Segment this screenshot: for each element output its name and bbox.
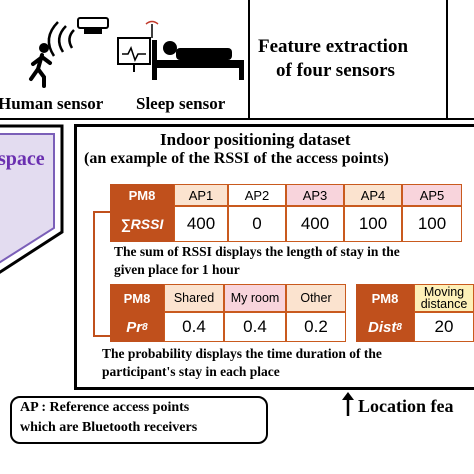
table2-header-shared: Shared bbox=[164, 284, 224, 312]
note1-line2: given place for 1 hour bbox=[114, 262, 240, 277]
table1-header-ap5: AP5 bbox=[402, 184, 462, 206]
table3-pm-header: PM8 bbox=[356, 284, 414, 312]
table3-header-line1: Moving bbox=[423, 285, 465, 299]
table2-value-other: 0.2 bbox=[286, 312, 346, 342]
table2-value-my-room: 0.4 bbox=[224, 312, 286, 342]
table3-row-label-sub: 8 bbox=[396, 321, 402, 333]
table1-header-ap2: AP2 bbox=[228, 184, 286, 206]
dataset-title-line2: (an example of the RSSI of the access po… bbox=[84, 150, 389, 167]
ap-definition-box bbox=[10, 396, 268, 444]
table3-header: Moving distance bbox=[414, 284, 474, 312]
feature-title-line2: of four sensors bbox=[276, 60, 395, 81]
table2-row-label: Pr 8 bbox=[110, 312, 164, 342]
human-sensor-icon bbox=[29, 17, 109, 88]
location-feature-label: Location fea bbox=[358, 396, 454, 416]
table3-value: 20 bbox=[414, 312, 474, 342]
table2-header-my-room: My room bbox=[224, 284, 286, 312]
dataset-title-line1: Indoor positioning dataset bbox=[160, 130, 351, 149]
table2-value-shared: 0.4 bbox=[164, 312, 224, 342]
up-arrow-icon bbox=[342, 392, 354, 416]
sleep-sensor-label: Sleep sensor bbox=[136, 94, 226, 113]
right-partial-box bbox=[446, 0, 474, 120]
table1-row-label: ∑RSSI bbox=[110, 206, 174, 242]
table1-row-label-text: ∑RSSI bbox=[120, 216, 164, 232]
space-label: space bbox=[0, 148, 45, 170]
note2-line1: The probability displays the time durati… bbox=[102, 346, 382, 361]
table2-header-other: Other bbox=[286, 284, 346, 312]
feature-extraction-box bbox=[248, 0, 448, 120]
human-sensor-label: Human sensor bbox=[0, 94, 104, 113]
table2-pm-header: PM8 bbox=[110, 284, 164, 312]
sleep-sensor-icon bbox=[117, 20, 244, 80]
table1-value-ap1: 400 bbox=[174, 206, 228, 242]
table1-value-ap2: 0 bbox=[228, 206, 286, 242]
space-shape bbox=[0, 124, 64, 274]
dataset-panel bbox=[74, 124, 474, 390]
table1-value-ap4: 100 bbox=[344, 206, 402, 242]
table1-header-ap3: AP3 bbox=[286, 184, 344, 206]
table2-row-label-text: Pr bbox=[126, 318, 143, 336]
table2-row-label-sub: 8 bbox=[142, 321, 148, 333]
table1-header-ap1: AP1 bbox=[174, 184, 228, 206]
ap-definition-line2: which are Bluetooth receivers bbox=[20, 420, 198, 435]
note2-line2: participant's stay in each place bbox=[102, 364, 280, 379]
table3-row-label-text: Dist bbox=[368, 318, 397, 336]
table1-header-ap4: AP4 bbox=[344, 184, 402, 206]
table3-header-line2: distance bbox=[420, 297, 468, 311]
table1-value-ap3: 400 bbox=[286, 206, 344, 242]
table1-value-ap5: 100 bbox=[402, 206, 462, 242]
ap-definition-line1: AP : Reference access points bbox=[20, 400, 190, 415]
table3-row-label: Dist 8 bbox=[356, 312, 414, 342]
note1-line1: The sum of RSSI displays the length of s… bbox=[114, 244, 400, 259]
table1-pm-header: PM8 bbox=[110, 184, 174, 206]
feature-title-line1: Feature extraction bbox=[258, 36, 409, 57]
